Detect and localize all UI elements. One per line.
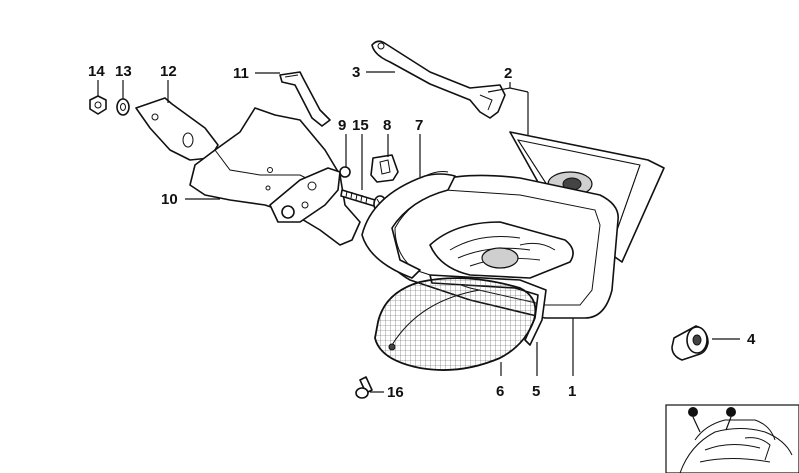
leader-lines xyxy=(97,71,740,393)
motorcycle-thumbnail-icon xyxy=(665,404,799,473)
part-3-strap[interactable] xyxy=(371,40,506,119)
part-7-lens-frame[interactable] xyxy=(361,171,456,279)
callout-13: 13 xyxy=(115,63,132,80)
bulb-socket xyxy=(429,221,574,279)
part-8-clamp[interactable] xyxy=(370,154,399,183)
part-9-mount-plate[interactable] xyxy=(269,166,351,223)
callout-10: 10 xyxy=(161,191,178,208)
callout-12: 12 xyxy=(160,63,177,80)
callout-16: 16 xyxy=(387,384,404,401)
callout-3: 3 xyxy=(352,64,360,81)
callout-14: 14 xyxy=(88,63,105,80)
callout-1: 1 xyxy=(568,383,576,400)
callout-6: 6 xyxy=(496,383,504,400)
callout-9: 9 xyxy=(338,117,346,134)
part-14-nut[interactable] xyxy=(89,95,107,115)
part-11-clip[interactable] xyxy=(279,71,331,127)
part-4-grommet[interactable] xyxy=(671,325,709,361)
callout-11: 11 xyxy=(233,65,249,82)
callout-4: 4 xyxy=(747,331,756,348)
callout-labels: 14 13 12 11 3 2 9 15 8 7 10 4 6 5 1 16 xyxy=(88,63,756,401)
part-6-lens[interactable] xyxy=(374,277,537,371)
callout-15: 15 xyxy=(352,117,369,134)
part-13-washer[interactable] xyxy=(116,98,130,116)
callout-7: 7 xyxy=(415,117,423,134)
part-12-bracket[interactable] xyxy=(135,97,219,161)
callout-2: 2 xyxy=(504,65,512,82)
part-16-screw[interactable] xyxy=(355,343,396,399)
callout-5: 5 xyxy=(532,383,540,400)
callout-8: 8 xyxy=(383,117,391,134)
